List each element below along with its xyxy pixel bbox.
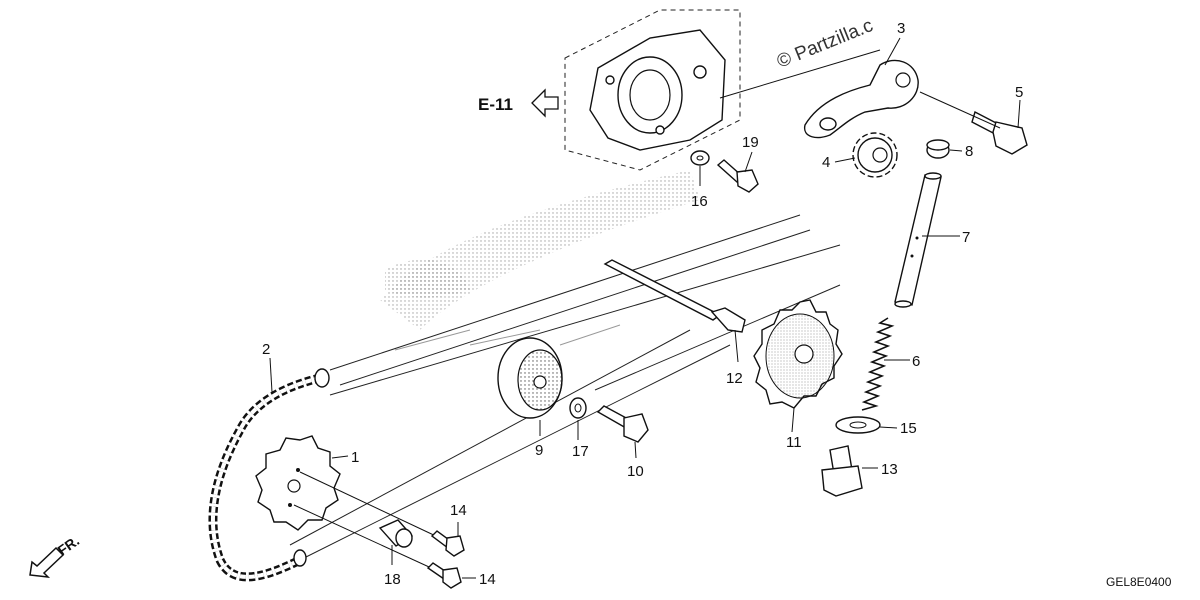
callout-13: 13 — [881, 461, 898, 478]
callout-6: 6 — [912, 353, 920, 370]
part-7-push-rod[interactable]: 7 — [894, 172, 970, 308]
callout-1: 1 — [351, 449, 359, 466]
callout-18: 18 — [384, 571, 401, 588]
callout-17: 17 — [572, 443, 589, 460]
part-10-bolt[interactable]: 10 — [596, 405, 649, 480]
part-2-chain[interactable]: 2 — [208, 341, 330, 582]
part-19-bolt[interactable]: 19 — [716, 134, 759, 193]
callout-15: 15 — [900, 420, 917, 437]
watermark-text: © Partzilla.c — [774, 15, 876, 73]
arrow-left-icon — [531, 88, 559, 118]
callout-14b: 14 — [479, 571, 496, 588]
part-3-tensioner-arm[interactable]: 3 — [804, 20, 919, 139]
callout-19: 19 — [742, 134, 759, 151]
engine-case-detail — [564, 9, 881, 171]
part-18-collar[interactable]: 18 — [293, 471, 441, 588]
part-9-roller[interactable]: 9 — [497, 337, 563, 459]
callout-8: 8 — [965, 143, 973, 160]
callout-11: 11 — [786, 434, 802, 451]
reference-label[interactable]: E-11 — [478, 95, 513, 114]
part-6-spring[interactable]: 6 — [861, 317, 920, 411]
part-14-bolt-upper[interactable]: 14 — [430, 502, 467, 557]
callout-4: 4 — [822, 154, 830, 171]
engine-case-shading — [380, 170, 700, 351]
front-direction-marker: FR. — [29, 532, 82, 578]
reference-arrow[interactable]: E-11 — [478, 88, 559, 118]
part-13-plug-bolt[interactable]: 13 — [821, 445, 898, 497]
callout-7: 7 — [962, 229, 970, 246]
part-11-large-sprocket[interactable]: 11 — [753, 299, 843, 451]
part-17-washer[interactable]: 17 — [569, 397, 589, 460]
callout-10: 10 — [627, 463, 644, 480]
callout-5: 5 — [1015, 84, 1023, 101]
part-5-bolt[interactable]: 5 — [919, 84, 1028, 155]
part-4-tensioner-sprocket[interactable]: 4 — [822, 132, 898, 178]
callout-14a: 14 — [450, 502, 467, 519]
callout-9: 9 — [535, 442, 543, 459]
part-15-washer[interactable]: 15 — [835, 416, 917, 437]
crankcase-outline-lines — [289, 214, 841, 561]
part-16-washer[interactable]: 16 — [690, 150, 710, 210]
callout-12: 12 — [726, 370, 743, 387]
callout-16: 16 — [691, 193, 708, 210]
callout-2: 2 — [262, 341, 270, 358]
diagram-code: GEL8E0400 — [1106, 575, 1172, 589]
part-8-cap[interactable]: 8 — [926, 139, 973, 160]
part-14-bolt-lower[interactable]: 14 — [426, 562, 496, 589]
part-12-shaft[interactable]: 12 — [603, 259, 746, 387]
part-1-drive-sprocket[interactable]: 1 — [255, 435, 359, 531]
callout-3: 3 — [897, 20, 905, 37]
arrow-front-icon — [29, 546, 65, 578]
